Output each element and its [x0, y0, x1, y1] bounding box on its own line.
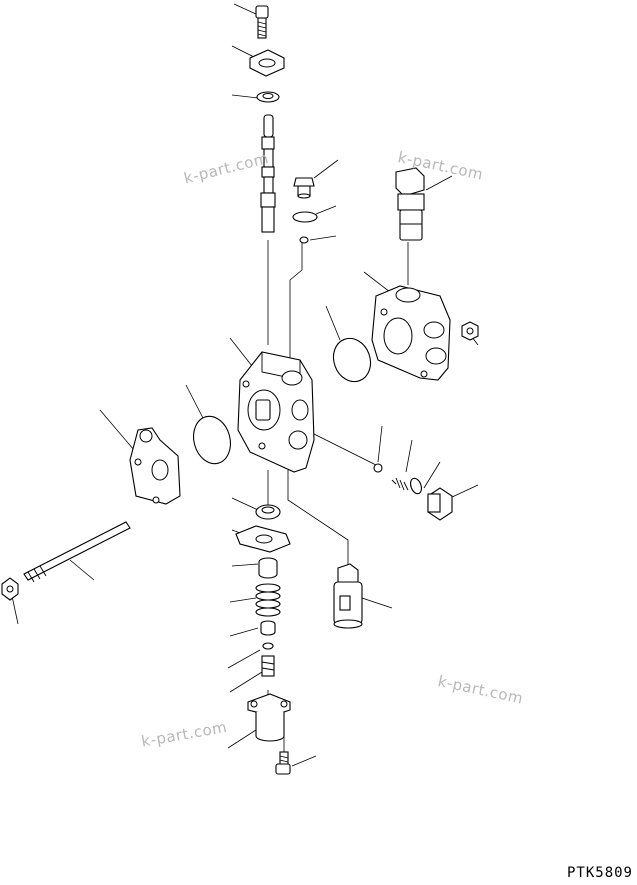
o-ring-large-left [192, 415, 232, 465]
spool-rod [260, 114, 276, 233]
plug-small [293, 177, 315, 199]
flange-plate-top [249, 49, 285, 77]
hex-nut-left [1, 577, 19, 601]
check-ball [373, 463, 383, 473]
o-ring-large-right [332, 337, 372, 383]
cap-screw-top [255, 5, 269, 39]
ball-small-top [299, 236, 309, 244]
relief-valve-cartridge [395, 167, 425, 241]
stopper-bolt [261, 655, 275, 677]
plug-right [427, 487, 453, 521]
spacer-ring [262, 642, 274, 650]
return-spring [255, 583, 281, 617]
end-cover-left [129, 427, 181, 505]
leader-lines [11, 3, 479, 767]
spring-cap [247, 693, 291, 742]
o-ring-plug [410, 477, 422, 495]
tie-rod [23, 521, 131, 583]
flange-plate-bottom [235, 525, 291, 553]
cap-screw-bottom [275, 751, 291, 775]
spring-seat [258, 557, 278, 579]
drawing-code: PTK5809 [566, 865, 633, 881]
check-valve-cartridge [333, 563, 363, 629]
hex-nut-right [461, 321, 479, 341]
check-spring [391, 477, 409, 491]
seal-washer-top [256, 91, 280, 103]
seal-washer-bottom [255, 504, 281, 520]
valve-body-section [237, 351, 315, 473]
o-ring-small [292, 211, 318, 223]
end-cover-right [371, 285, 451, 381]
spring-retainer [260, 620, 276, 636]
